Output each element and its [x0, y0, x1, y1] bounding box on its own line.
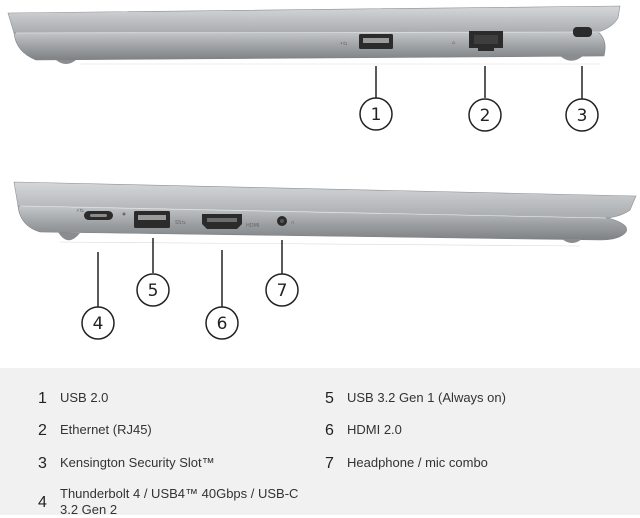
kensington-slot [573, 27, 592, 37]
callout-6: 6 [205, 250, 239, 340]
legend-number: 7 [325, 455, 334, 472]
hdmi-port-label: HDMI [246, 223, 259, 229]
callout-number-2: 2 [480, 106, 491, 126]
legend-number: 2 [38, 422, 47, 439]
legend-number: 3 [38, 455, 47, 472]
callout-1: 1 [359, 66, 393, 131]
legend-label: USB 2.0 [60, 390, 109, 405]
headphone-jack: ∩ [277, 216, 295, 226]
legend-item-2: 2 Ethernet (RJ45) [38, 422, 298, 440]
legend-item-4: 4 Thunderbolt 4 / USB4™ 40Gbps / USB-C 3… [38, 486, 308, 518]
callout-number-3: 3 [577, 106, 588, 126]
legend-label: USB 3.2 Gen 1 (Always on) [347, 390, 506, 405]
usb-2-port: •⇆ [340, 34, 393, 49]
legend-label: Thunderbolt 4 / USB4™ 40Gbps / USB-C 3.2… [60, 486, 299, 517]
legend-number: 1 [38, 390, 47, 407]
legend-label: Headphone / mic combo [347, 455, 488, 470]
ethernet-port: ⌂ [452, 31, 503, 51]
callout-2: 2 [468, 66, 502, 132]
usb-c-thunderbolt-port: ⚡⇆ [76, 208, 126, 220]
svg-text:•⇆: •⇆ [340, 41, 347, 47]
laptop-left-side-view: ⚡⇆ SS⇆ HDMI ∩ [13, 181, 637, 247]
legend-item-7: 7 Headphone / mic combo [325, 455, 615, 473]
hdmi-port: HDMI [202, 214, 259, 229]
callout-number-4: 4 [93, 314, 104, 334]
callout-7: 7 [265, 240, 299, 307]
legend-item-3: 3 Kensington Security Slot™ [38, 455, 298, 473]
legend-item-1: 1 USB 2.0 [38, 390, 298, 408]
legend-item-5: 5 USB 3.2 Gen 1 (Always on) [325, 390, 615, 408]
svg-text:⚡⇆: ⚡⇆ [76, 208, 84, 214]
callout-5: 5 [136, 238, 170, 307]
callout-4: 4 [81, 252, 115, 340]
svg-text:∩: ∩ [291, 220, 295, 226]
callout-number-6: 6 [217, 314, 228, 334]
callout-3: 3 [565, 66, 599, 132]
usb-3-port: SS⇆ [134, 211, 186, 228]
legend-number: 5 [325, 390, 334, 407]
callout-number-5: 5 [148, 281, 159, 301]
svg-text:⌂: ⌂ [452, 40, 455, 46]
legend-label: Kensington Security Slot™ [60, 455, 215, 470]
laptop-side-views-diagram: •⇆ ⌂ ⚡⇆ SS⇆ [7, 5, 637, 340]
callout-number-1: 1 [371, 105, 382, 125]
legend-number: 6 [325, 422, 334, 439]
legend-item-6: 6 HDMI 2.0 [325, 422, 615, 440]
port-legend: 1 USB 2.0 2 Ethernet (RJ45) 3 Kensington… [0, 368, 640, 518]
legend-label: Ethernet (RJ45) [60, 422, 152, 437]
callout-number-7: 7 [277, 281, 288, 301]
legend-label: HDMI 2.0 [347, 422, 402, 437]
svg-text:SS⇆: SS⇆ [175, 220, 186, 226]
legend-number: 4 [38, 494, 47, 511]
laptop-right-side-view: •⇆ ⌂ [7, 5, 621, 65]
